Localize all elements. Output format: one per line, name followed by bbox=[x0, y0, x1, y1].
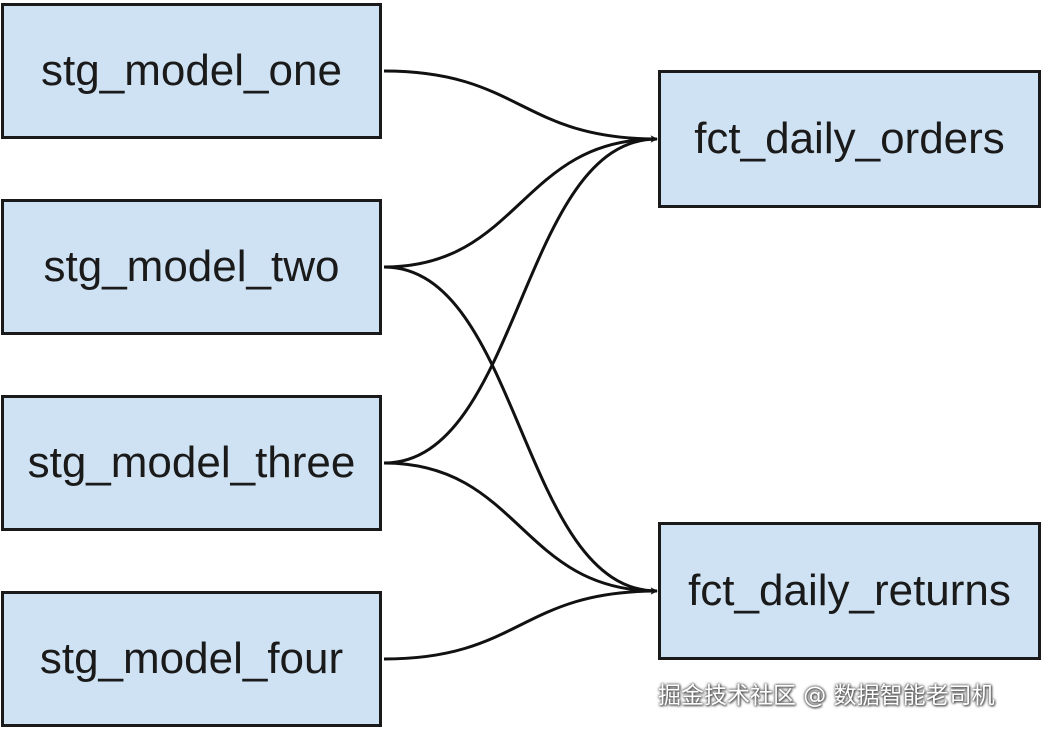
watermark: 掘金技术社区 @ 数据智能老司机 bbox=[658, 683, 995, 709]
edge-stg_model_two-to-fct_daily_returns bbox=[383, 265, 658, 595]
edge-stg_model_two-to-fct_daily_orders bbox=[383, 135, 658, 269]
node-label: stg_model_two bbox=[43, 242, 340, 291]
node-stg-model-one[interactable]: stg_model_one bbox=[1, 3, 382, 139]
edge-stg_model_three-to-fct_daily_orders bbox=[383, 135, 658, 465]
node-stg-model-four[interactable]: stg_model_four bbox=[1, 591, 382, 727]
node-fct-daily-returns[interactable]: fct_daily_returns bbox=[658, 522, 1041, 660]
edge-layer bbox=[383, 69, 658, 661]
node-fct-daily-orders[interactable]: fct_daily_orders bbox=[658, 70, 1041, 208]
node-label: stg_model_four bbox=[39, 634, 344, 683]
edge-stg_model_one-to-fct_daily_orders bbox=[383, 69, 658, 143]
edge-stg_model_four-to-fct_daily_returns bbox=[383, 587, 658, 661]
node-label: fct_daily_returns bbox=[688, 566, 1011, 615]
node-label: stg_model_one bbox=[41, 46, 342, 95]
node-stg-model-three[interactable]: stg_model_three bbox=[1, 395, 382, 531]
node-stg-model-two[interactable]: stg_model_two bbox=[1, 199, 382, 335]
node-label: stg_model_three bbox=[27, 438, 356, 487]
edge-stg_model_three-to-fct_daily_returns bbox=[383, 461, 658, 595]
node-label: fct_daily_orders bbox=[694, 114, 1005, 163]
